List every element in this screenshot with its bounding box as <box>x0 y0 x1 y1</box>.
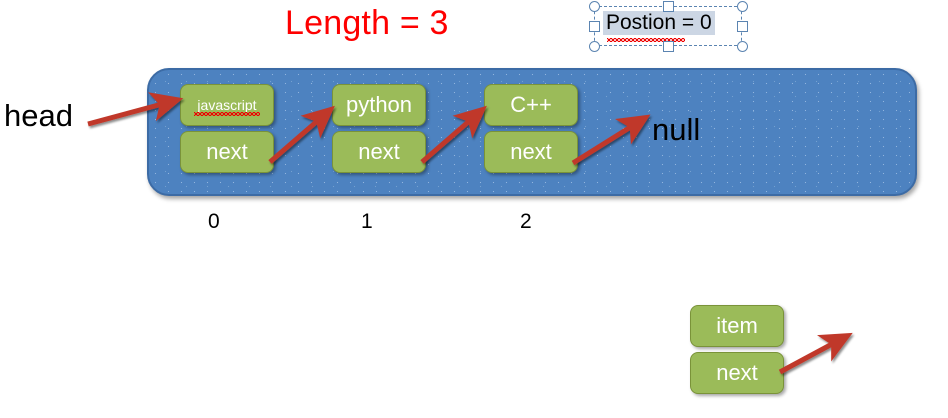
resize-handle-bottom-left[interactable] <box>589 41 600 52</box>
index-label-0: 0 <box>208 210 220 233</box>
resize-handle-middle-left[interactable] <box>589 21 600 32</box>
node-2-item-label: C++ <box>510 92 552 117</box>
resize-handle-top-center[interactable] <box>663 1 674 12</box>
page-title: Length = 3 <box>285 4 449 42</box>
node-0-item-label: javascript <box>197 97 257 113</box>
head-label: head <box>4 98 73 133</box>
node-2-next-label: next <box>510 139 552 164</box>
node-0-next-label: next <box>206 139 248 164</box>
node-0-next[interactable]: next <box>180 131 274 173</box>
resize-handle-bottom-right[interactable] <box>737 41 748 52</box>
node-1-item[interactable]: python <box>332 84 426 126</box>
resize-handle-top-left[interactable] <box>589 1 600 12</box>
arrow-template-next <box>778 332 853 375</box>
node-1-item-label: python <box>345 92 413 117</box>
template-node-item[interactable]: item <box>690 305 784 347</box>
template-node-next-label: next <box>716 360 758 385</box>
node-1-next[interactable]: next <box>332 131 426 173</box>
node-2-item[interactable]: C++ <box>484 84 578 126</box>
index-label-1: 1 <box>361 210 373 233</box>
template-node-item-label: item <box>716 313 758 338</box>
node-1-next-label: next <box>358 139 400 164</box>
index-label-2: 2 <box>520 210 532 233</box>
position-label: Postion = 0 <box>603 11 715 35</box>
node-0-item[interactable]: javascript <box>180 84 274 126</box>
spellcheck-squiggle-icon <box>607 38 685 42</box>
resize-handle-middle-right[interactable] <box>737 21 748 32</box>
template-node-next[interactable]: next <box>690 352 784 394</box>
spellcheck-squiggle-icon <box>194 112 260 116</box>
null-label: null <box>652 112 701 147</box>
node-2-next[interactable]: next <box>484 131 578 173</box>
resize-handle-bottom-center[interactable] <box>663 41 674 52</box>
resize-handle-top-right[interactable] <box>737 1 748 12</box>
position-textbox[interactable]: Postion = 0 <box>589 1 748 52</box>
linked-list-panel: javascript next python next C++ next nul… <box>147 68 917 196</box>
